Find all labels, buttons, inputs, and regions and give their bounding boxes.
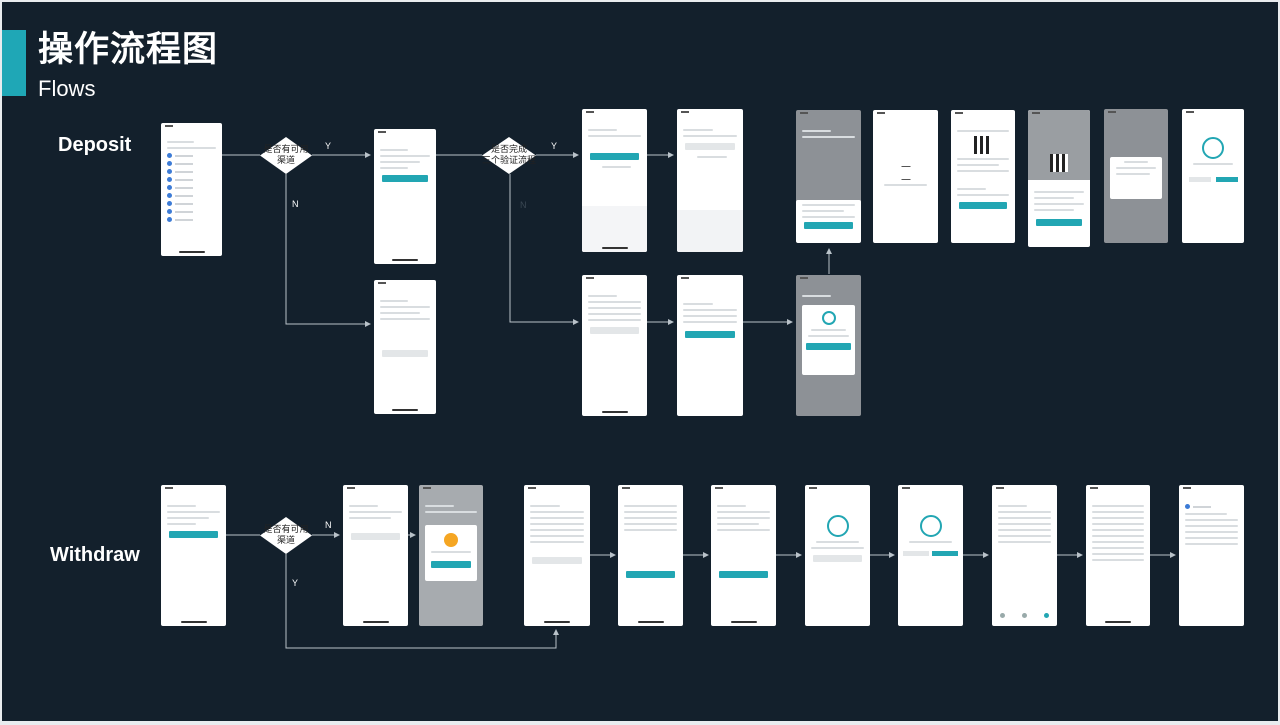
deposit-verification-steps-screen	[582, 275, 647, 416]
deposit-result-screen	[1182, 109, 1244, 243]
withdraw-channel-no-label: N	[325, 520, 332, 530]
withdraw-bill-details-screen	[1179, 485, 1244, 626]
withdraw-confirmation-screen	[618, 485, 683, 626]
connector-line	[509, 174, 579, 325]
deposit-choose-coin-screen	[161, 123, 222, 256]
withdraw-form-screen	[524, 485, 590, 626]
withdraw-channel-yes-label: Y	[292, 578, 299, 588]
deposit-channel-yes-label: Y	[325, 141, 332, 151]
deposit-channel-decision: 是否有可用渠道	[260, 137, 312, 174]
deposit-qr-screen	[951, 110, 1015, 243]
deposit-channel-no-label: N	[292, 199, 299, 209]
withdraw-fiat-record-screen	[1086, 485, 1150, 626]
deposit-verify-text-line1: 是否完成	[490, 144, 527, 155]
deposit-confirm-sheet-screen	[796, 110, 861, 243]
withdraw-row-label: Withdraw	[50, 544, 140, 566]
title-accent-bar	[2, 30, 26, 96]
withdraw-channel-decision: 是否有可用渠道	[260, 517, 312, 554]
deposit-keypad-screen	[677, 109, 743, 252]
deposit-verification-filled-screen	[677, 275, 743, 416]
withdraw-fiat-screen	[161, 485, 226, 626]
deposit-enter-device-dialog-screen	[796, 275, 861, 416]
withdraw-channel-decision-text: 是否有可用渠道	[263, 524, 309, 546]
withdraw-security-verification-screen	[711, 485, 776, 626]
deposit-channel-decision-text: 是否有可用渠道	[263, 144, 309, 166]
connector-line	[285, 174, 371, 327]
warning-icon	[444, 533, 458, 547]
withdraw-warning-dialog-screen	[419, 485, 483, 626]
deposit-generating-qr-screen	[873, 110, 938, 243]
qr-code-icon	[1050, 154, 1068, 172]
deposit-important-notes-screen	[1028, 110, 1090, 247]
deposit-verify-text-line2: 三个验证流程	[482, 155, 537, 166]
deposit-fiat-screen	[374, 129, 436, 264]
deposit-verify-yes-label: Y	[551, 141, 558, 151]
page-title: 操作流程图	[38, 30, 219, 70]
connector-line	[285, 554, 559, 649]
withdraw-pending-screen	[805, 485, 870, 626]
deposit-verify-no-label: N	[520, 200, 527, 210]
deposit-verify-decision: 是否完成 三个验证流程	[482, 137, 536, 174]
deposit-fiat-no-channel-screen	[374, 280, 436, 414]
deposit-amount-screen	[582, 109, 647, 252]
withdraw-no-channel-screen	[343, 485, 408, 626]
deposit-confirmation-dialog-screen	[1104, 109, 1168, 243]
deposit-row-label: Deposit	[58, 134, 132, 156]
withdraw-wallet-screen	[992, 485, 1057, 626]
withdraw-success-screen	[898, 485, 963, 626]
page-subtitle: Flows	[38, 76, 96, 101]
qr-code-icon	[974, 136, 992, 154]
